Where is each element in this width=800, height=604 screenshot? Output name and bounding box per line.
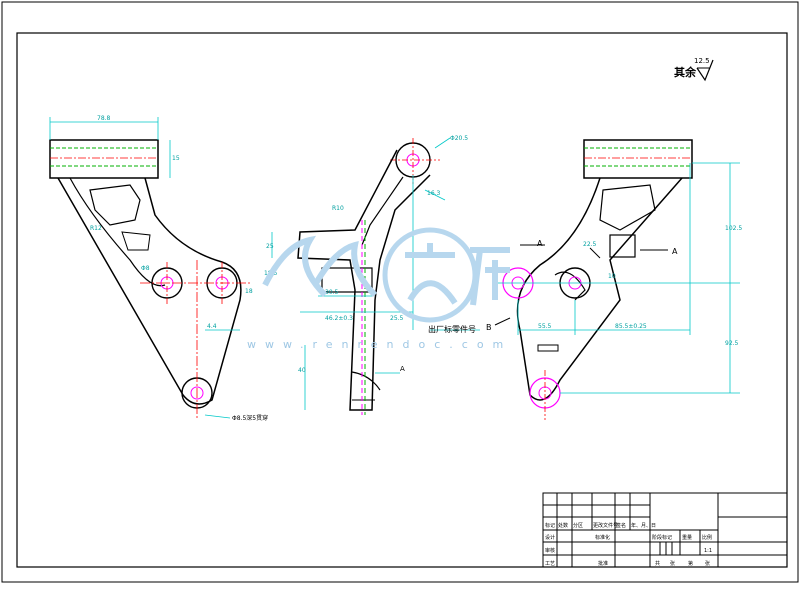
view-arrow-left: A: [537, 239, 543, 248]
title-block-cell: 1:1: [704, 548, 712, 554]
dim-left-hole: Φ8: [141, 265, 150, 272]
title-block-cell: 比例: [702, 534, 712, 541]
dim-center-d5: 25.5: [390, 315, 404, 322]
title-block-cell: 分区: [573, 522, 583, 529]
center-outline: [297, 149, 431, 411]
dim-center-d1: 25: [266, 243, 274, 250]
dim-left-bottom: 4.4: [207, 323, 217, 330]
title-block-cell: 重量: [682, 534, 692, 541]
left-view: [49, 117, 250, 420]
dim-right-d1: 92.5: [725, 340, 739, 347]
hole-note: Φ8.5深5贯穿: [232, 414, 268, 422]
title-block-cell: 年、月、日: [631, 522, 656, 529]
right-view: [494, 139, 740, 420]
title-block-cell: 设计: [545, 534, 555, 541]
section-b-label: B: [486, 323, 492, 332]
title-block-cell: 批准: [598, 560, 608, 567]
title-block-cell: 阶段标记: [652, 534, 672, 541]
title-block-cell: 签名: [616, 522, 626, 529]
dim-center-angle: 16.3: [427, 190, 441, 197]
title-block-cell: 第: [688, 560, 693, 567]
outer-border: [1, 1, 799, 583]
right-top-plate: [583, 139, 693, 179]
dim-left-side: 18: [245, 288, 253, 295]
dim-right-d4: 22.5: [583, 241, 597, 248]
left-body-outline: [57, 177, 242, 405]
dim-right-d5: 10: [608, 273, 616, 280]
left-pocket: [89, 184, 141, 226]
right-pocket: [599, 184, 656, 231]
dim-right-d3: 55.5: [538, 323, 552, 330]
dim-left-r: R12: [90, 225, 102, 232]
dim-left-width: 78.8: [97, 115, 111, 122]
title-block-cell: 标记: [545, 522, 555, 529]
title-block-cell: 共: [655, 560, 660, 567]
center-note: 出厂标零件号: [428, 324, 476, 334]
right-body-outline: [516, 177, 683, 401]
inner-border: [16, 32, 788, 568]
title-block-cell: 更改文件号: [593, 522, 618, 529]
surface-finish-label: 其余: [674, 65, 697, 79]
dim-center-r1: R10: [332, 205, 344, 212]
dim-center-d6: 40: [298, 367, 306, 374]
dim-center-d3: 30.5: [325, 289, 339, 296]
surface-finish-icon: [696, 59, 714, 82]
dim-right-height: 102.5: [725, 225, 742, 232]
surface-finish-value: 12.5: [694, 57, 710, 65]
title-block-cell: 审核: [545, 547, 555, 554]
title-block-cell: 张: [705, 560, 710, 567]
dim-right-d2: 85.5±0.25: [615, 323, 647, 330]
dim-center-d4: 46.2±0.3: [325, 315, 353, 322]
dim-left-h1: 15: [172, 155, 180, 162]
title-block-cell: 标准化: [595, 534, 610, 541]
datum-a-label: A: [400, 365, 405, 373]
title-block-cell: 工艺: [545, 561, 555, 567]
title-block-cell: 张: [670, 560, 675, 567]
dim-center-top: Φ20.5: [450, 135, 468, 142]
left-top-plate: [49, 139, 159, 179]
title-block-cell: 处数: [558, 522, 568, 529]
dim-center-d2: 18.5: [264, 270, 278, 277]
view-arrow-right: A: [672, 247, 678, 256]
title-block: [542, 492, 788, 568]
